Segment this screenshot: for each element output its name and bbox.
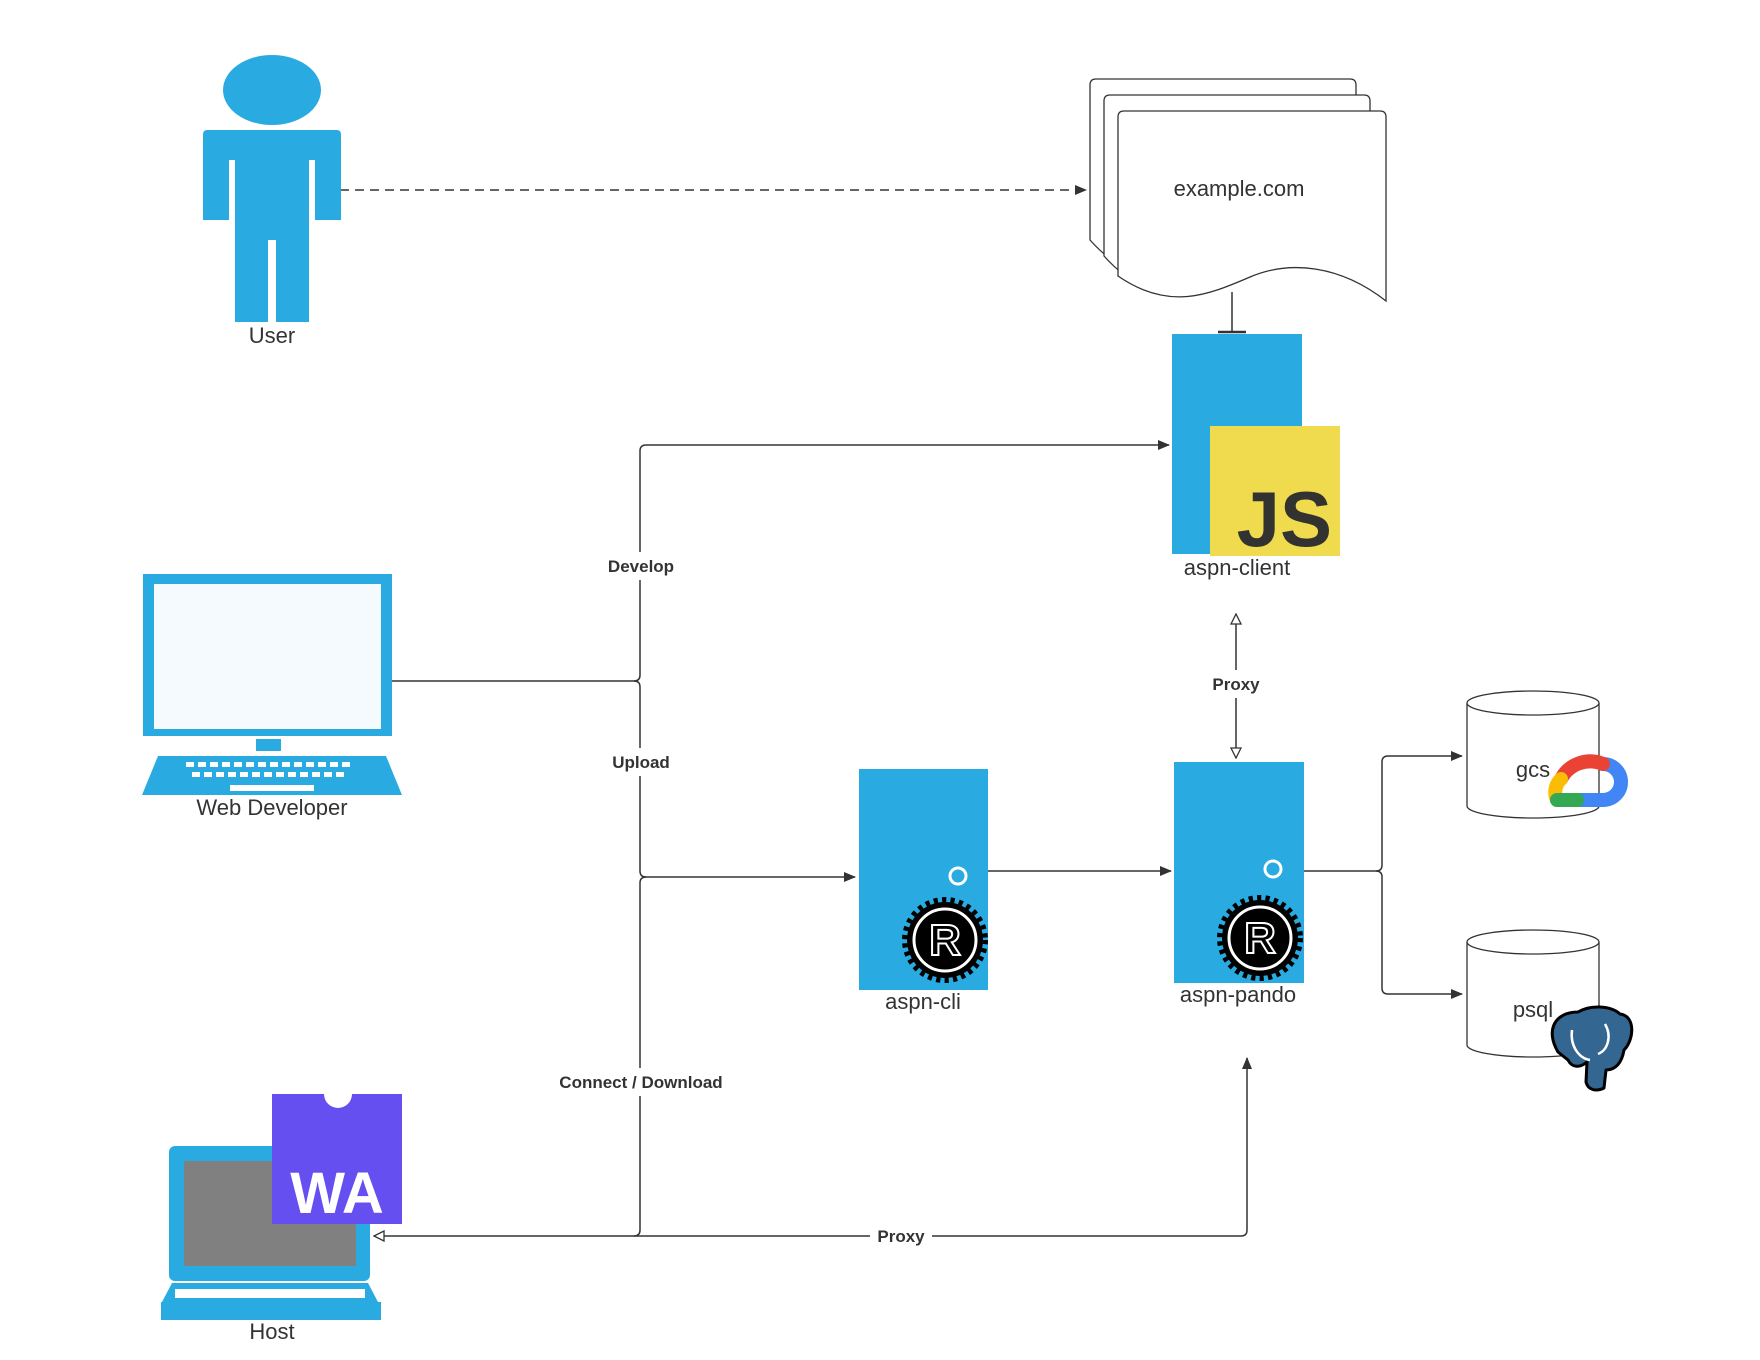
person-icon [203,55,341,322]
edge-upload[interactable] [633,680,856,882]
js-logo-icon: JS [1210,426,1340,563]
edge-proxy-host-pando[interactable] [374,1058,1247,1236]
edge-connect-download[interactable] [633,876,647,1237]
web-developer-label: Web Developer [196,795,347,820]
psql-label: psql [1513,997,1553,1022]
connect-download-label: Connect / Download [559,1073,722,1092]
host-node[interactable]: WA Host [161,1094,402,1344]
proxy-host-label: Proxy [877,1227,925,1246]
svg-text:WA: WA [290,1161,383,1226]
client-label: aspn-client [1184,555,1290,580]
gcs-label: gcs [1516,757,1550,782]
psql-node[interactable]: psql [1466,929,1634,1092]
develop-label: Develop [608,557,674,576]
document-stack-icon [1089,78,1387,303]
host-label: Host [249,1319,294,1344]
laptop-icon [161,1146,381,1320]
database-icon [1466,690,1600,819]
edge-pando-to-gcs[interactable] [1303,751,1463,872]
webassembly-logo-icon: WA [272,1094,402,1226]
website-label: example.com [1174,176,1305,201]
desktop-computer-icon [142,574,402,795]
proxy-client-label: Proxy [1212,675,1260,694]
website-node[interactable]: example.com [1089,78,1387,303]
pando-label: aspn-pando [1180,982,1296,1007]
edge-labels: Develop Upload Proxy Connect / Download … [550,552,1271,1248]
postgresql-elephant-icon [1550,1005,1634,1092]
svg-text:R: R [1244,914,1276,963]
server-power-icon [1263,859,1283,879]
user-node[interactable]: User [203,55,341,348]
svg-text:JS: JS [1237,475,1332,563]
cli-node[interactable]: R aspn-cli [859,769,988,1014]
gcs-node[interactable]: gcs [1466,690,1628,819]
rust-logo-icon: R [1222,900,1298,976]
server-power-icon [948,866,968,886]
web-developer-node[interactable]: Web Developer [142,574,402,820]
client-node[interactable]: JS aspn-client [1172,334,1340,580]
google-cloud-logo-icon [1548,754,1628,807]
pando-node[interactable]: R aspn-pando [1174,762,1304,1007]
user-label: User [249,323,295,348]
cli-label: aspn-cli [885,989,961,1014]
edge-pando-to-psql[interactable] [1375,870,1463,999]
edge-develop[interactable] [389,440,1170,682]
upload-label: Upload [612,753,670,772]
svg-text:R: R [929,916,961,965]
rust-logo-icon: R [907,902,983,978]
